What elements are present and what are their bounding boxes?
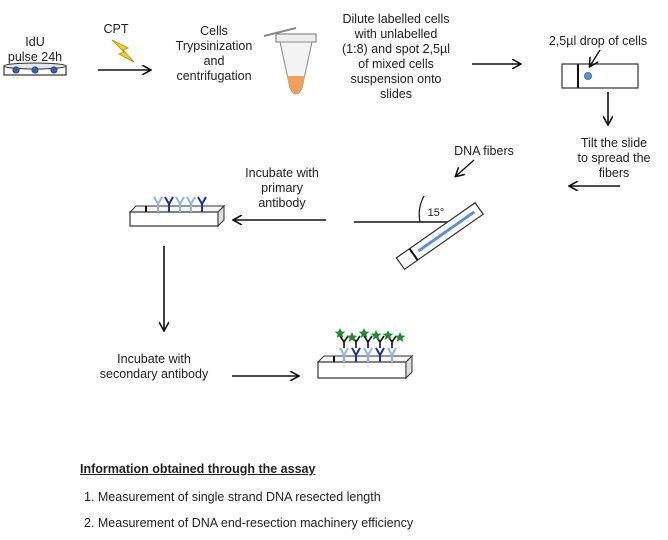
idu-label-line1: IdU <box>25 35 45 49</box>
lightning-bolt-icon <box>111 39 135 63</box>
cpt-label: CPT <box>103 22 129 36</box>
tilt-slide-label: Tilt the slide to spread the fibers <box>566 136 662 181</box>
primary-line2: primary <box>261 181 303 195</box>
tilt-line2: to spread the <box>577 151 651 165</box>
drop-label: 2,5µl drop of cells <box>548 34 648 48</box>
arrow-fibers-pointer <box>456 159 475 176</box>
primary-antibody-slide <box>128 196 226 228</box>
secondary-antibody-label: Incubate with secondary antibody <box>94 352 214 382</box>
slide-with-drop <box>561 63 639 89</box>
info-title: Information obtained through the assay <box>80 462 316 476</box>
dilute-line2: with unlabelled <box>354 27 438 41</box>
tilt-line3: fibers <box>598 166 630 180</box>
angle-label: 15° <box>427 207 445 219</box>
secondary-antibody-slide <box>316 328 414 380</box>
tilted-slide <box>354 195 484 271</box>
cell-drop-icon <box>584 72 592 80</box>
fluorophore-star-icon <box>334 328 406 342</box>
tilt-line1: Tilt the slide <box>580 136 648 150</box>
centrifuge-tube-icon <box>263 27 317 95</box>
dilute-line3: (1:8) and spot 2,5µl <box>342 42 450 56</box>
primary-antibody-label: Incubate with primary antibody <box>232 166 332 211</box>
secondary-line1: Incubate with <box>117 352 191 366</box>
dilute-line4: of mixed cells <box>358 57 434 71</box>
primary-line1: Incubate with <box>245 166 319 180</box>
dilute-line1: Dilute labelled cells <box>342 12 450 26</box>
dna-fiber-line <box>417 210 476 253</box>
secondary-line2: secondary antibody <box>99 367 209 381</box>
info-item-2: 2. Measurement of DNA end-resection mach… <box>84 516 414 530</box>
dna-fibers-label: DNA fibers <box>454 144 514 158</box>
trypsin-line2: Trypsinization <box>175 39 253 53</box>
dilute-cells-label: Dilute labelled cells with unlabelled (1… <box>326 12 466 102</box>
trypsin-line1: Cells <box>200 24 228 38</box>
info-item-1: 1. Measurement of single strand DNA rese… <box>84 490 381 504</box>
dilute-line5: suspension onto <box>350 72 442 86</box>
trypsin-line3: and <box>203 54 225 68</box>
arrow-drop-pointer <box>590 49 601 66</box>
trypsinization-label: Cells Trypsinization and centrifugation <box>162 24 266 84</box>
idu-pulse-label: IdU pulse 24h <box>2 35 68 65</box>
dilute-line6: slides <box>380 87 412 101</box>
trypsin-line4: centrifugation <box>176 69 252 83</box>
idu-label-line2: pulse 24h <box>7 50 63 64</box>
primary-line3: antibody <box>258 196 306 210</box>
petri-dish-icon <box>3 62 67 76</box>
